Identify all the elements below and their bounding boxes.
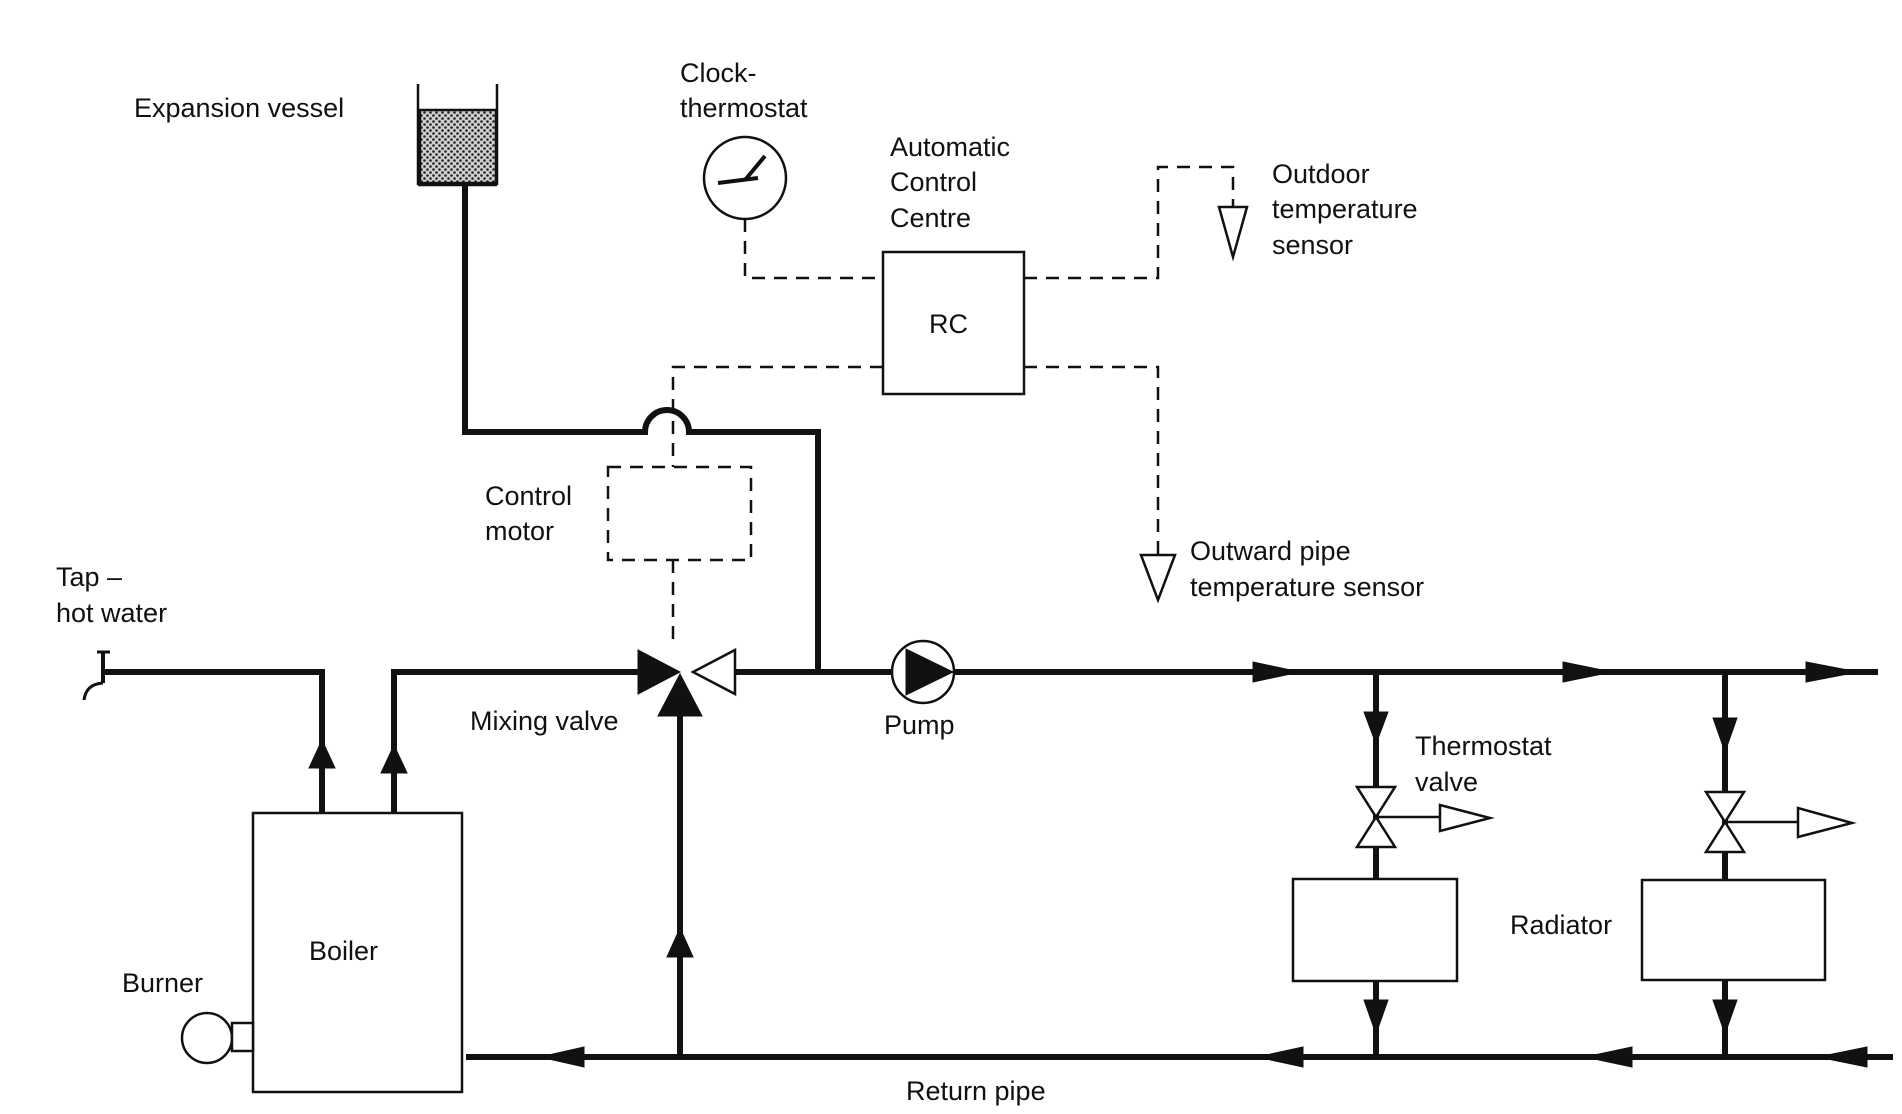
- outward-sensor-icon: [1139, 553, 1177, 604]
- outward-sensor-label-line2: temperature sensor: [1190, 572, 1424, 602]
- mixing-valve-label: Mixing valve: [470, 706, 619, 736]
- hot-water-pipe: [102, 669, 325, 813]
- rc-control-box: [881, 250, 1026, 396]
- clock-thermostat-label-line1: Clock-: [680, 58, 757, 88]
- expansion-vessel: [416, 84, 499, 187]
- thermostat-valve-2-icon: [1703, 790, 1857, 854]
- control-motor-label-line1: Control: [485, 481, 572, 511]
- boiler-supply-pipe: [391, 669, 640, 813]
- radiator-1: [1291, 877, 1459, 983]
- control-motor-box: [606, 465, 753, 562]
- return-pipe-label: Return pipe: [906, 1076, 1046, 1106]
- signal-clock-to-rc: [743, 219, 883, 280]
- outdoor-sensor-label-line2: temperature: [1272, 194, 1418, 224]
- thermostat-valve-label-line1: Thermostat: [1415, 731, 1552, 761]
- control-motor-label-line2: motor: [485, 516, 554, 546]
- signal-rc-to-motor: [671, 365, 883, 467]
- radiator-2: [1640, 878, 1827, 982]
- signal-rc-to-outward-sensor: [1024, 365, 1160, 558]
- signal-rc-to-outdoor: [1024, 165, 1235, 280]
- tap-icon: [82, 650, 110, 701]
- outdoor-sensor-label-line3: sensor: [1272, 230, 1353, 260]
- thermostat-valve-label-line2: valve: [1415, 767, 1478, 797]
- outdoor-sensor-icon: [1217, 205, 1249, 262]
- outdoor-sensor-label-line1: Outdoor: [1272, 159, 1370, 189]
- outward-sensor-label-line1: Outward pipe: [1190, 536, 1351, 566]
- clock-icon: [702, 135, 788, 221]
- tap-label-line1: Tap –: [56, 562, 122, 592]
- automatic-control-label-line2: Control: [890, 167, 977, 197]
- burner-icon: [180, 1011, 255, 1065]
- clock-thermostat-label-line2: thermostat: [680, 93, 808, 123]
- thermostat-valve-1-icon: [1354, 785, 1495, 849]
- pump-icon: [890, 639, 956, 705]
- mixing-valve-icon: [637, 647, 737, 717]
- automatic-control-label-line1: Automatic: [890, 132, 1010, 162]
- expansion-pipe: [462, 185, 821, 672]
- rc-label: RC: [929, 309, 968, 339]
- boiler-label: Boiler: [309, 936, 378, 966]
- boiler-box: [251, 811, 464, 1094]
- pump-label: Pump: [884, 710, 955, 740]
- tap-label-line2: hot water: [56, 598, 167, 628]
- radiator-label: Radiator: [1510, 910, 1612, 940]
- automatic-control-label-line3: Centre: [890, 203, 971, 233]
- burner-label: Burner: [122, 968, 203, 998]
- expansion-vessel-label: Expansion vessel: [134, 93, 344, 123]
- flow-arrows: [308, 661, 1868, 1068]
